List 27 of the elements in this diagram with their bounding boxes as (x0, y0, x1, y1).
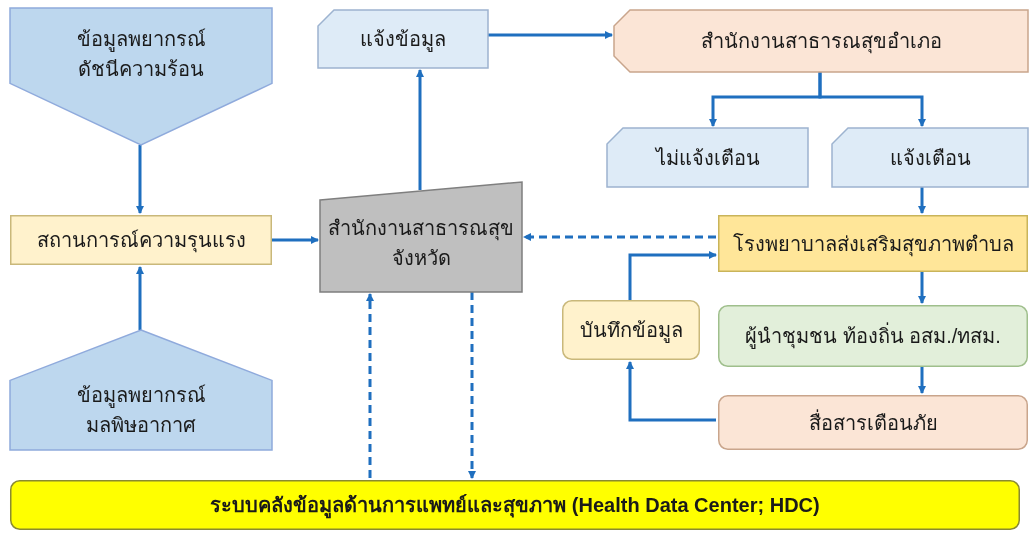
dashed-arrow (523, 233, 716, 241)
arrow (136, 145, 144, 214)
process-box: แจ้งข้อมูล (318, 10, 488, 68)
process-box: สถานการณ์ความรุนแรง (10, 215, 272, 265)
process-box: แจ้งเตือน (832, 128, 1028, 187)
arrow (918, 187, 926, 214)
arrow (818, 72, 926, 127)
trapezoid-box: สำนักงานสาธารณสุขจังหวัด (320, 182, 522, 292)
arrow (628, 251, 717, 300)
dashed-arrow (468, 292, 476, 479)
process-box: โรงพยาบาลส่งเสริมสุขภาพตำบล (718, 215, 1028, 272)
process-box: บันทึกข้อมูล (562, 300, 700, 360)
arrow (918, 367, 926, 394)
arrow (416, 69, 424, 190)
dashed-arrow (366, 293, 374, 478)
process-box: สำนักงานสาธารณสุขอำเภอ (614, 10, 1028, 72)
process-box: สื่อสารเตือนภัย (718, 395, 1028, 450)
process-box: ผู้นำชุมชน ท้องถิ่น อสม./ทสม. (718, 305, 1028, 367)
arrow (488, 31, 613, 39)
arrow (272, 236, 319, 244)
pentagon-box: ข้อมูลพยากรณ์ดัชนีความร้อน (10, 8, 272, 145)
arrow (918, 272, 926, 304)
arrow (136, 266, 144, 330)
arrow (626, 361, 716, 422)
process-box: ไม่แจ้งเตือน (607, 128, 808, 187)
banner-box: ระบบคลังข้อมูลด้านการแพทย์และสุขภาพ (Health Data Center; HDC) (10, 480, 1020, 530)
pentagon-box: ข้อมูลพยากรณ์มลพิษอากาศ (10, 330, 272, 450)
